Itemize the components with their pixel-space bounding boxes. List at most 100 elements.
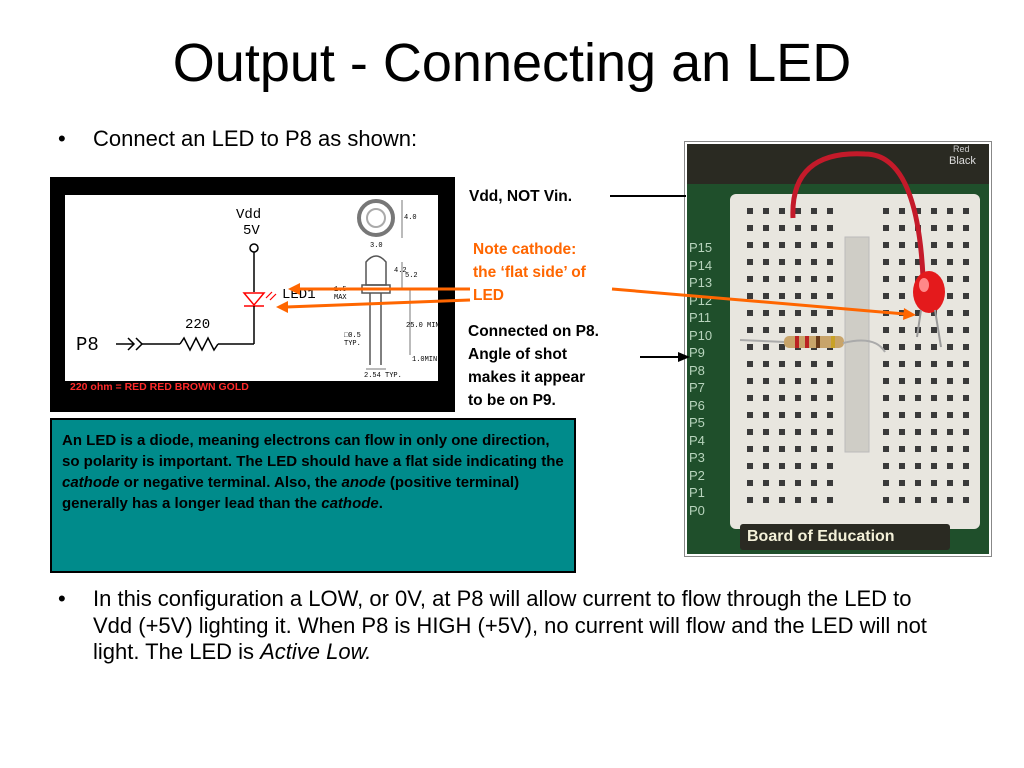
breadboard-hole: [795, 259, 801, 265]
breadboard-hole: [947, 259, 953, 265]
slide-title: Output - Connecting an LED: [172, 33, 852, 93]
breadboard-hole: [883, 463, 889, 469]
breadboard-hole: [763, 293, 769, 299]
pin-label: P11: [689, 310, 712, 325]
annotation-p8-1: Connected on P8.: [468, 323, 599, 340]
bullet-symbol: •: [58, 126, 66, 151]
breadboard-hole: [747, 344, 753, 350]
breadboard-hole: [795, 463, 801, 469]
annotation-cathode-3: LED: [473, 287, 504, 304]
breadboard-hole: [947, 463, 953, 469]
breadboard-hole: [763, 242, 769, 248]
led-info-box: An LED is a diode, meaning electrons can…: [50, 418, 576, 573]
breadboard-hole: [883, 480, 889, 486]
breadboard-hole: [947, 497, 953, 503]
breadboard-hole: [883, 378, 889, 384]
breadboard-hole: [811, 225, 817, 231]
pin-label: P0: [689, 502, 705, 518]
breadboard-hole: [947, 242, 953, 248]
breadboard-hole: [899, 395, 905, 401]
breadboard-hole: [811, 276, 817, 282]
breadboard-hole: [779, 429, 785, 435]
breadboard-hole: [811, 412, 817, 418]
breadboard-hole: [747, 310, 753, 316]
breadboard-hole: [811, 259, 817, 265]
breadboard-hole: [795, 429, 801, 435]
breadboard-hole: [947, 412, 953, 418]
breadboard-hole: [931, 463, 937, 469]
breadboard-hole: [883, 412, 889, 418]
breadboard-hole: [947, 327, 953, 333]
breadboard-hole: [747, 497, 753, 503]
breadboard-hole: [883, 242, 889, 248]
breadboard-hole: [883, 225, 889, 231]
pin-label: P13: [689, 275, 713, 290]
breadboard-hole: [947, 446, 953, 452]
vdd-label: Vdd: [236, 207, 262, 223]
breadboard-hole: [931, 208, 937, 214]
breadboard-hole: [899, 293, 905, 299]
breadboard-hole: [763, 463, 769, 469]
photo-label-red: Red: [953, 144, 970, 154]
breadboard-hole: [763, 446, 769, 452]
breadboard-hole: [779, 361, 785, 367]
breadboard-hole: [899, 429, 905, 435]
breadboard-hole: [883, 293, 889, 299]
breadboard-hole: [883, 259, 889, 265]
breadboard-hole: [931, 497, 937, 503]
breadboard-hole: [747, 429, 753, 435]
breadboard-hole: [899, 446, 905, 452]
breadboard-hole: [779, 276, 785, 282]
breadboard-hole: [763, 429, 769, 435]
breadboard-hole: [779, 259, 785, 265]
breadboard-hole: [827, 259, 833, 265]
breadboard-hole: [747, 225, 753, 231]
breadboard-hole: [963, 497, 969, 503]
breadboard-hole: [827, 480, 833, 486]
breadboard-hole: [963, 429, 969, 435]
breadboard-hole: [763, 327, 769, 333]
breadboard-hole: [915, 480, 921, 486]
breadboard-hole: [931, 480, 937, 486]
resistor-symbol: [179, 336, 219, 352]
dim-4-0: 4.0: [404, 214, 417, 222]
breadboard-hole: [747, 412, 753, 418]
breadboard-hole: [883, 361, 889, 367]
breadboard-hole: [915, 310, 921, 316]
breadboard-hole: [779, 327, 785, 333]
breadboard-hole: [883, 497, 889, 503]
breadboard-hole: [963, 463, 969, 469]
breadboard-hole: [915, 429, 921, 435]
dim-4-2: 4.2: [394, 267, 407, 275]
breadboard-hole: [779, 293, 785, 299]
breadboard-hole: [883, 446, 889, 452]
pin-label: P8: [689, 362, 705, 378]
breadboard-hole: [779, 480, 785, 486]
breadboard-hole: [947, 395, 953, 401]
breadboard-hole: [779, 395, 785, 401]
breadboard-hole: [899, 344, 905, 350]
breadboard-hole: [795, 276, 801, 282]
dim-2-54-typ: 2.54 TYP.: [364, 372, 402, 380]
breadboard-hole: [899, 259, 905, 265]
breadboard-hole: [779, 225, 785, 231]
breadboard-hole: [779, 242, 785, 248]
breadboard-hole: [915, 378, 921, 384]
dim-3-0: 3.0: [370, 242, 383, 250]
board-of-education-label: Board of Education: [747, 528, 895, 545]
pin-label: P1: [689, 485, 705, 500]
breadboard-hole: [747, 208, 753, 214]
breadboard-hole: [763, 276, 769, 282]
breadboard-hole: [763, 497, 769, 503]
breadboard-hole: [763, 395, 769, 401]
dim-5-2: 5.2: [405, 272, 418, 280]
breadboard-hole: [899, 463, 905, 469]
breadboard-hole: [931, 395, 937, 401]
photo-label-black: Black: [949, 155, 976, 167]
breadboard-hole: [779, 446, 785, 452]
breadboard-hole: [883, 344, 889, 350]
breadboard-hole: [915, 361, 921, 367]
breadboard-hole: [827, 429, 833, 435]
